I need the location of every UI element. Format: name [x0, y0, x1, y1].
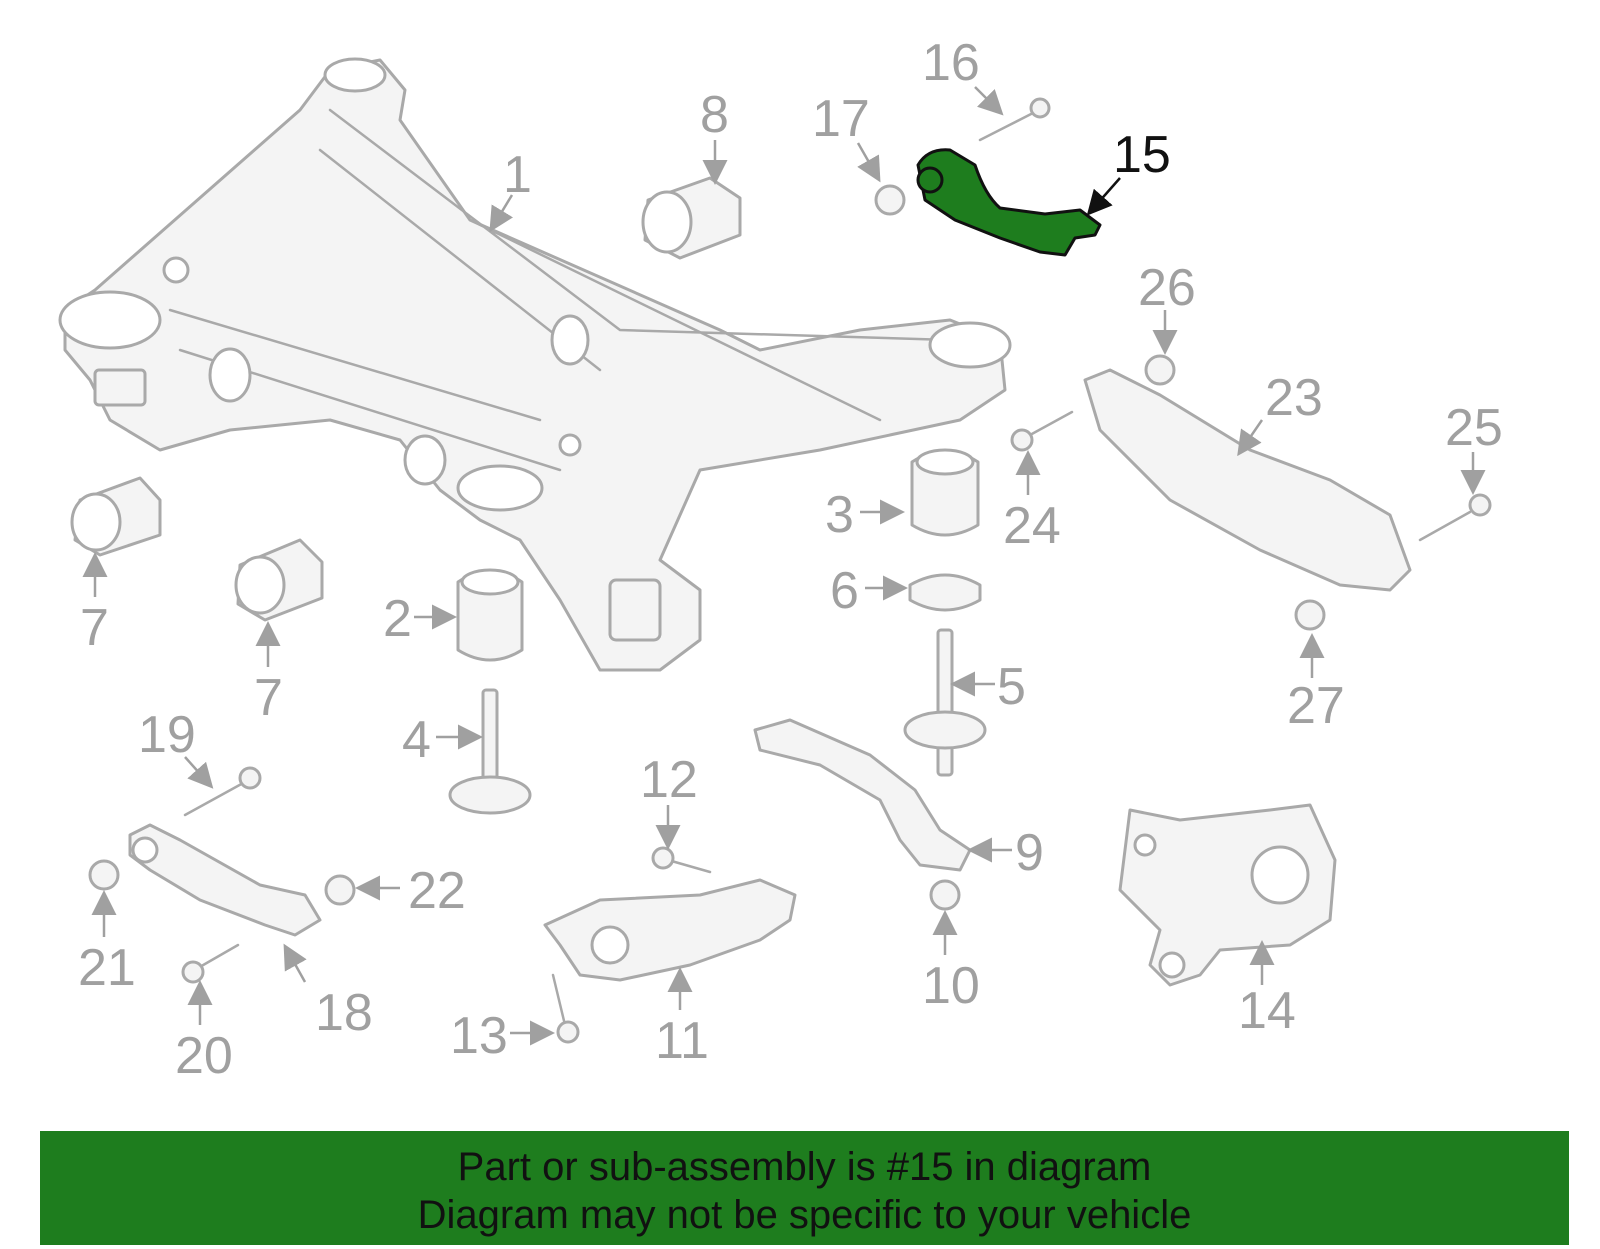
- knuckle-part-14[interactable]: [1118, 803, 1337, 987]
- svg-text:14: 14: [1238, 982, 1296, 1040]
- svg-text:5: 5: [997, 658, 1026, 716]
- svg-text:13: 13: [450, 1007, 508, 1065]
- svg-text:18: 18: [315, 984, 373, 1042]
- callout-3: 3: [825, 486, 905, 544]
- callout-15: 15: [1086, 126, 1171, 216]
- callout-12: 12: [640, 751, 698, 850]
- svg-text:8: 8: [700, 86, 729, 144]
- svg-text:15: 15: [1113, 126, 1171, 184]
- link-part-18[interactable]: [128, 823, 322, 937]
- bushing-part-8[interactable]: [641, 176, 742, 260]
- bolt-part-25[interactable]: [1418, 493, 1492, 542]
- callout-25: 25: [1445, 399, 1503, 495]
- callout-18: 18: [283, 943, 373, 1042]
- bolt-part-12[interactable]: [651, 846, 712, 874]
- svg-text:19: 19: [138, 706, 196, 764]
- callout-10: 10: [922, 910, 980, 1015]
- bolt-part-20[interactable]: [181, 943, 240, 984]
- callout-21: 21: [78, 890, 136, 997]
- callout-7b: 7: [254, 621, 283, 727]
- callout-14: 14: [1238, 940, 1296, 1040]
- bushing-part-7a[interactable]: [70, 476, 162, 557]
- control-arm-part-15[interactable]: [916, 148, 1102, 257]
- callout-7a: 7: [80, 552, 109, 657]
- svg-text:1: 1: [503, 146, 532, 204]
- bolt-part-24[interactable]: [1010, 410, 1074, 452]
- callout-23: 23: [1237, 369, 1323, 457]
- callout-19: 19: [138, 706, 214, 789]
- svg-text:26: 26: [1138, 259, 1196, 317]
- svg-text:2: 2: [383, 590, 412, 648]
- svg-text:22: 22: [408, 862, 466, 920]
- bushing-part-3[interactable]: [910, 448, 980, 537]
- callout-26: 26: [1138, 259, 1196, 355]
- link-part-11[interactable]: [543, 878, 797, 982]
- callout-11: 11: [655, 967, 709, 1070]
- bushing-part-2[interactable]: [456, 568, 524, 662]
- svg-text:3: 3: [825, 486, 854, 544]
- bolt-part-13[interactable]: [551, 973, 580, 1044]
- footer-line-1: Part or sub-assembly is #15 in diagram: [457, 1145, 1152, 1189]
- bolt-part-16[interactable]: [978, 97, 1051, 142]
- svg-text:11: 11: [655, 1012, 709, 1070]
- svg-text:6: 6: [830, 562, 859, 620]
- callout-20: 20: [175, 980, 233, 1085]
- svg-text:27: 27: [1287, 677, 1345, 735]
- svg-text:7: 7: [254, 669, 283, 727]
- callout-22: 22: [355, 862, 466, 920]
- svg-text:24: 24: [1003, 497, 1061, 555]
- callout-24: 24: [1003, 450, 1061, 555]
- svg-text:23: 23: [1265, 369, 1323, 427]
- nut-part-22[interactable]: [324, 874, 356, 906]
- nut-part-10[interactable]: [929, 879, 961, 911]
- callout-13: 13: [450, 1007, 555, 1065]
- svg-text:16: 16: [922, 34, 980, 92]
- bolt-part-19[interactable]: [183, 766, 262, 817]
- bolt-part-4[interactable]: [448, 688, 532, 815]
- callout-2: 2: [383, 590, 457, 648]
- nut-part-27[interactable]: [1294, 599, 1326, 631]
- link-part-9[interactable]: [753, 718, 972, 872]
- callout-17: 17: [812, 90, 881, 183]
- nut-part-26[interactable]: [1144, 354, 1176, 386]
- svg-text:20: 20: [175, 1027, 233, 1085]
- svg-text:17: 17: [812, 90, 870, 148]
- bolt-part-5[interactable]: [903, 628, 987, 777]
- svg-text:7: 7: [80, 599, 109, 657]
- callout-16: 16: [922, 34, 1004, 116]
- svg-text:25: 25: [1445, 399, 1503, 457]
- callout-4: 4: [402, 711, 483, 769]
- footer-line-2: Diagram may not be specific to your vehi…: [417, 1193, 1192, 1237]
- callout-5: 5: [950, 658, 1026, 716]
- svg-text:21: 21: [78, 939, 136, 997]
- callout-6: 6: [830, 562, 908, 620]
- washer-part-6[interactable]: [908, 573, 982, 612]
- callout-8: 8: [700, 86, 729, 185]
- svg-text:10: 10: [922, 957, 980, 1015]
- footer-banner: Part or sub-assembly is #15 in diagram D…: [40, 1131, 1569, 1245]
- bushing-part-7b[interactable]: [234, 538, 324, 622]
- nut-part-21[interactable]: [88, 859, 120, 891]
- callout-27: 27: [1287, 633, 1345, 735]
- svg-text:9: 9: [1015, 824, 1044, 882]
- svg-text:12: 12: [640, 751, 698, 809]
- crossmember-part-1[interactable]: [58, 57, 1012, 672]
- callout-9: 9: [967, 824, 1044, 882]
- svg-text:4: 4: [402, 711, 431, 769]
- link-part-23[interactable]: [1083, 368, 1412, 592]
- nut-part-17[interactable]: [874, 184, 906, 216]
- callout-1: 1: [489, 146, 532, 233]
